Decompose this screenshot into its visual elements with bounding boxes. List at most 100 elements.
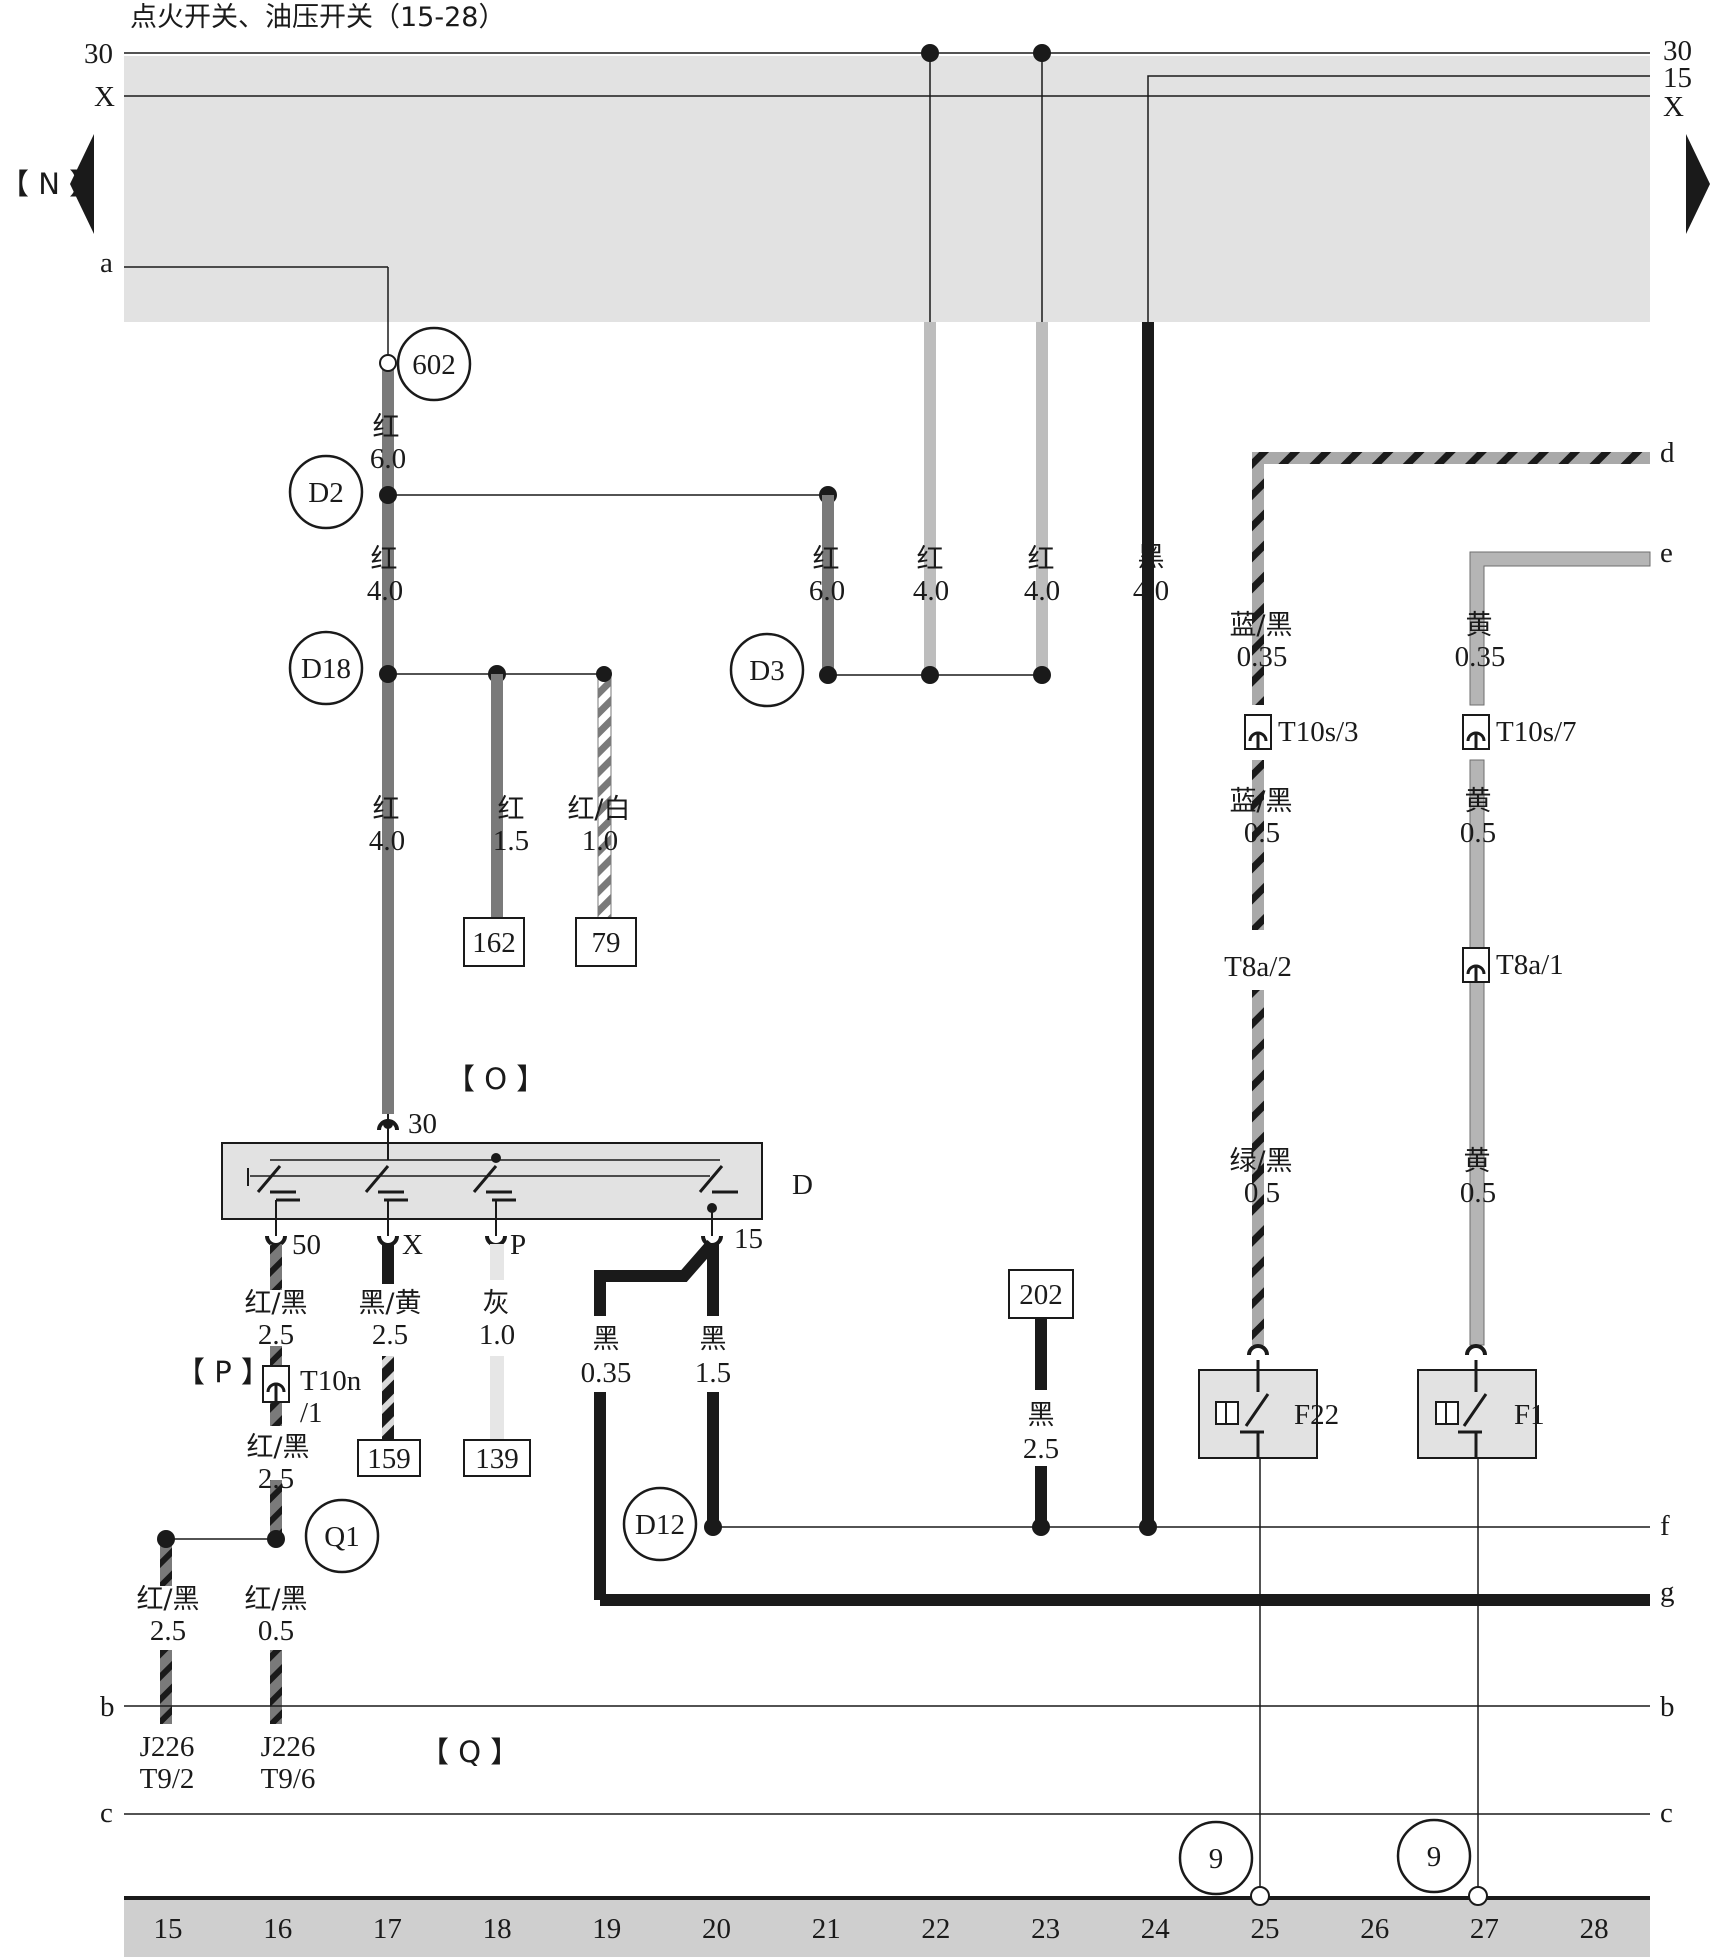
rail-30-node-22 <box>921 44 939 62</box>
wire-black-23-label-bg <box>1008 1390 1074 1466</box>
wire-blackyellow-17-lower <box>382 1356 394 1444</box>
rail-label-x-left: X <box>94 81 115 113</box>
wire-25-top-color: 蓝/黑 <box>1229 610 1292 641</box>
column-number: 25 <box>1251 1913 1280 1945</box>
switch-pin-x-icon <box>377 1235 399 1247</box>
wire-23-bot-color: 黑 <box>1028 1400 1055 1431</box>
wire-25-top-size: 0.35 <box>1237 641 1288 673</box>
d3-node-23 <box>1033 666 1051 684</box>
connector-t10s7: T10s/7 <box>1496 716 1577 748</box>
connector-label-d2: D2 <box>308 477 343 509</box>
connector-t10n-pin: /1 <box>300 1397 323 1429</box>
switch-pin-15: 15 <box>734 1223 763 1255</box>
f-node-24 <box>1139 1518 1157 1536</box>
wire-16-b-size: 2.5 <box>258 1463 294 1495</box>
d2-node <box>379 486 397 504</box>
wire-27-low-color: 黄 <box>1464 1146 1491 1177</box>
switch-name: D <box>792 1169 813 1201</box>
column-number: 24 <box>1141 1913 1171 1945</box>
wire-25-low-color: 绿/黑 <box>1229 1146 1292 1177</box>
switch-pin-50-icon <box>265 1235 287 1247</box>
wire-18-color: 红 <box>498 794 525 825</box>
side-label-d: d <box>1660 437 1675 469</box>
ground-label-25: 9 <box>1209 1843 1224 1875</box>
wire-greenblack-25 <box>1252 990 1264 1345</box>
column-number: 26 <box>1360 1913 1389 1945</box>
connector-t8a2: T8a/2 <box>1224 951 1292 983</box>
wire-yellow-e <box>1469 551 1651 706</box>
t8a2-label-bg <box>1208 940 1308 986</box>
side-label-c-right: c <box>1660 1797 1673 1829</box>
wire-23-color: 红 <box>1028 544 1055 575</box>
rail-label-30-left: 30 <box>84 38 113 70</box>
wire-black-20-label-bg <box>686 1316 740 1392</box>
wire-25-mid-size: 0.5 <box>1244 817 1280 849</box>
wire-24-color: 黑 <box>1138 542 1165 573</box>
terminal-602 <box>379 354 397 372</box>
wire-27-low-size: 0.5 <box>1460 1177 1496 1209</box>
rail-15 <box>1147 75 1650 322</box>
wire-17-mid-size: 4.0 <box>367 575 403 607</box>
wire-red-23 <box>1036 322 1048 675</box>
rail-label-30-right: 30 <box>1663 35 1692 67</box>
power-panel <box>124 56 1650 322</box>
wire-24-size: 4.0 <box>1133 575 1169 607</box>
ref-box-139-label: 139 <box>475 1443 519 1475</box>
rail-label-15-right: 15 <box>1663 62 1692 94</box>
switch-pin-30: 30 <box>408 1108 437 1140</box>
connector-t8a1: T8a/1 <box>1496 949 1564 981</box>
ref-box-139 <box>463 1439 531 1477</box>
wire-23-size: 4.0 <box>1024 575 1060 607</box>
d3-node-22 <box>921 666 939 684</box>
switch-node-p <box>491 1153 501 1163</box>
wire-red-18 <box>491 674 503 924</box>
column-number: 16 <box>263 1913 292 1945</box>
wire-19-size: 1.0 <box>582 825 618 857</box>
d18-node <box>379 665 397 683</box>
wire-21-size: 6.0 <box>809 575 845 607</box>
wire-17-mid-color: 红 <box>371 544 398 575</box>
wire-27-mid-size: 0.5 <box>1460 817 1496 849</box>
ground-circle-25 <box>1178 1820 1254 1896</box>
wire-redblack-16-upper <box>270 1244 282 1290</box>
column-number: 22 <box>921 1913 950 1945</box>
switch-f1-contact-icon <box>1458 1360 1488 1458</box>
wire-19-bot-color: 黑 <box>593 1324 620 1355</box>
f-node-23 <box>1032 1518 1050 1536</box>
connector-label-d12: D12 <box>635 1509 685 1541</box>
ground-terminal-25 <box>1250 1886 1270 1906</box>
connector-circle-q1 <box>304 1498 380 1574</box>
wire-16-a-color: 红/黑 <box>244 1288 307 1319</box>
component-f22: F22 <box>1294 1399 1339 1431</box>
wire-17-low-color: 红 <box>373 794 400 825</box>
ref-box-79 <box>575 917 637 967</box>
connector-circle-602 <box>396 326 472 402</box>
ref-box-162-label: 162 <box>472 927 516 959</box>
page-ref-o: 【 O 】 <box>446 1062 545 1096</box>
switch-common-node <box>383 1119 393 1129</box>
wire-19-bot-size: 0.35 <box>581 1357 632 1389</box>
switch-contact-50-icon <box>256 1165 300 1202</box>
wire-17-top-size: 6.0 <box>370 443 406 475</box>
switch-pin-p-icon <box>485 1235 507 1247</box>
wire-16-a-size: 2.5 <box>258 1319 294 1351</box>
wire-red-17-upper <box>382 368 394 1114</box>
ref-box-79-label: 79 <box>592 927 621 959</box>
connector-label-d3: D3 <box>749 655 784 687</box>
wire-redblack-15-upper <box>160 1540 172 1586</box>
wire-15-color: 红/黑 <box>136 1584 199 1615</box>
wire-23-bot-size: 2.5 <box>1023 1433 1059 1465</box>
wire-blackyellow-17 <box>382 1244 394 1284</box>
side-label-e: e <box>1660 537 1673 569</box>
column-number: 21 <box>812 1913 841 1945</box>
plug-t10s3-pin <box>1248 731 1268 749</box>
ref-box-202-label: 202 <box>1019 1279 1063 1311</box>
wire-16-c-size: 0.5 <box>258 1615 294 1647</box>
wire-black-24 <box>1142 322 1154 1528</box>
side-label-g: g <box>1660 1576 1675 1608</box>
connector-label-602: 602 <box>412 349 456 381</box>
switch-pin-p: P <box>510 1229 526 1261</box>
switch-f22-contact-icon <box>1240 1360 1270 1458</box>
connector-t10n: T10n <box>300 1365 362 1397</box>
ecu-15-name: J226 <box>140 1731 195 1763</box>
